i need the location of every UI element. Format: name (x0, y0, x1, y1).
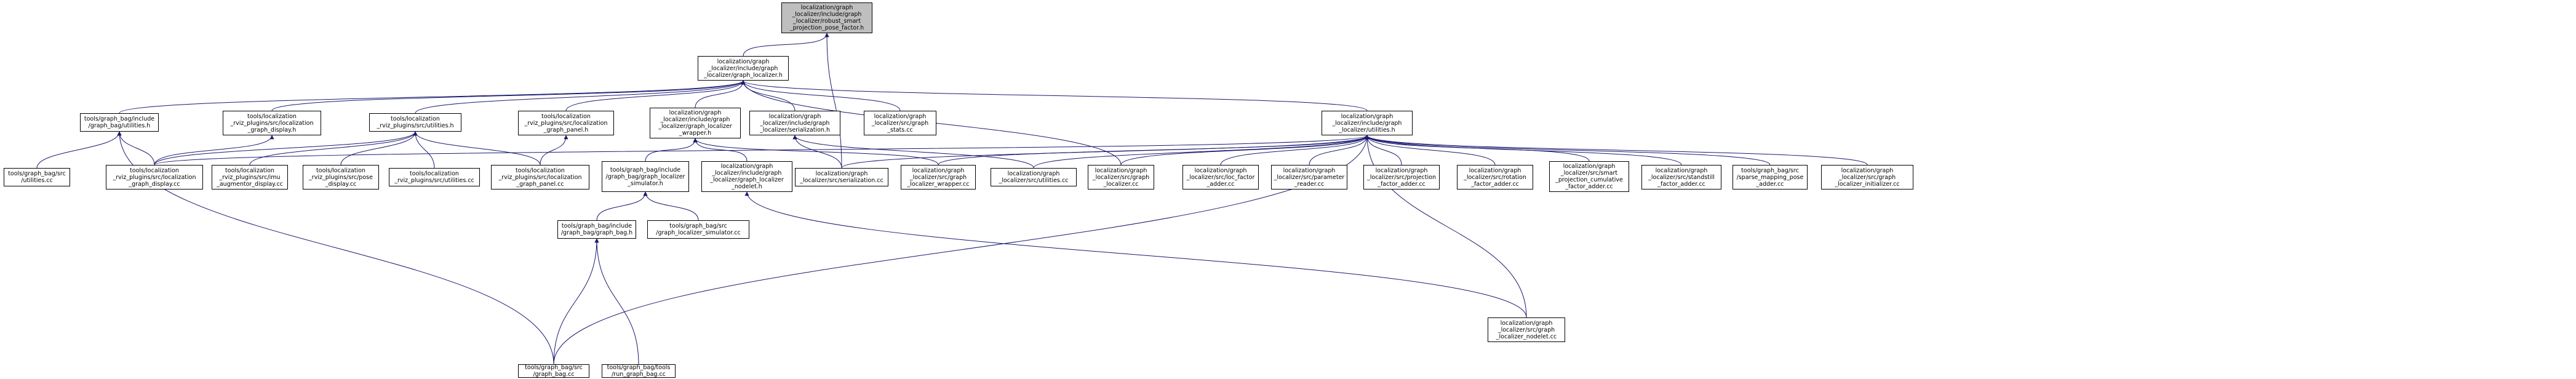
edge-rviz_util_h-rviz_gd_cc (154, 131, 418, 166)
edge-gbgb_h-gb_cc (553, 238, 599, 365)
edge-util_h-param_cc (1309, 135, 1370, 166)
node-utilities-h[interactable]: localization/graph _localizer/include/gr… (1322, 111, 1413, 135)
edge-util_h-nodelet_cc (1365, 135, 1527, 318)
edge-rviz_gd_h-rviz_gd_cc (154, 135, 274, 166)
node-rotation-factor-adder-cc[interactable]: localization/graph _localizer/src/rotati… (1457, 165, 1533, 190)
edge-glw_h-glw_cc (693, 138, 939, 166)
edge-rviz_util_h-rviz_pose_cc (340, 131, 418, 166)
edge-rviz_util_h-rviz_imu_cc (249, 131, 418, 166)
node-smart-projection-cumulative-factor-adder-cc[interactable]: localization/graph _localizer/src/smart … (1549, 161, 1629, 192)
node-serialization-cc[interactable]: localization/graph _localizer/src/serial… (795, 168, 888, 186)
node-graph-localizer-wrapper-h[interactable]: localization/graph _localizer/include/gr… (650, 108, 741, 138)
node-projection-factor-adder-cc[interactable]: localization/graph _localizer/src/projec… (1363, 165, 1440, 190)
node-graph-localizer-simulator-cc[interactable]: tools/graph_bag/src /graph_localizer_sim… (647, 220, 749, 239)
edge-root-ser_cc (824, 33, 842, 169)
edge-util_h-glw_cc (938, 135, 1370, 166)
node-graph-bag-h[interactable]: tools/graph_bag/include /graph_bag/graph… (557, 220, 636, 239)
edge-gl_h-ser_h (741, 80, 796, 111)
edge-ser_h-ser_cc (792, 135, 842, 169)
edge-glw_h-nodelet_h (693, 138, 748, 162)
edge-util_h-loc_cc (1220, 135, 1370, 166)
edge-root-gl_h (743, 33, 829, 57)
edge-nodelet_h-nodelet_cc (744, 191, 1527, 318)
node-loc-factor-adder-cc[interactable]: localization/graph _localizer/src/loc_fa… (1182, 165, 1259, 190)
node-localization-graph-display-cc[interactable]: tools/localization _rviz_plugins/src/loc… (106, 165, 203, 190)
node-standstill-factor-adder-cc[interactable]: localization/graph _localizer/src/stands… (1641, 165, 1721, 190)
edge-rviz_gp_h-rviz_gp_cc (540, 135, 568, 166)
node-localization-graph-panel-h[interactable]: tools/localization _rviz_plugins/src/loc… (518, 111, 614, 135)
edge-gb_util_h-gb_util_cc (36, 131, 122, 169)
node-localizer-utilities-cc[interactable]: localization/graph _localizer/src/utilit… (991, 168, 1077, 186)
node-localization-graph-display-h[interactable]: tools/localization _rviz_plugins/src/loc… (223, 111, 321, 135)
edge-gl_h-gb_util_h (119, 80, 746, 114)
edge-gl_h-rviz_util_h (415, 80, 746, 114)
node-imu-augmentor-display-cc[interactable]: tools/localization _rviz_plugins/src/imu… (212, 165, 288, 190)
edge-util_h-still_cc (1365, 135, 1682, 166)
edge-util_h-gl_cc (1120, 135, 1370, 166)
node-graph-localizer-cc[interactable]: localization/graph _localizer/src/graph … (1088, 165, 1154, 190)
edge-util_h-rot_cc (1365, 135, 1496, 166)
edge-util_h-proj_cc (1365, 135, 1402, 166)
edge-glw_h-sim_h (645, 138, 698, 162)
edge-sim_h-sim_cc (643, 191, 699, 221)
node-graph-bag-utilities-cc[interactable]: tools/graph_bag/src /utilities.cc (4, 168, 70, 186)
edge-gl_h-glw_h (695, 80, 746, 108)
edge-sim_h-gbgb_h (596, 191, 648, 221)
node-localization-graph-panel-cc[interactable]: tools/localization _rviz_plugins/src/loc… (491, 165, 589, 190)
edge-gb_util_h-rviz_gd_cc (117, 131, 155, 166)
node-graph-bag-cc[interactable]: tools/graph_bag/src /graph_bag.cc (518, 364, 589, 378)
edge-gl_h-util_h (741, 80, 1368, 111)
node-sparse-mapping-pose-adder-cc[interactable]: tools/graph_bag/src /sparse_mapping_pose… (1733, 165, 1808, 190)
node-rviz-utilities-cc[interactable]: tools/localization _rviz_plugins/src/uti… (389, 168, 480, 186)
node-robust-smart-projection-pose-factor-h: localization/graph _localizer/include/gr… (781, 2, 872, 33)
node-run-graph-bag-cc[interactable]: tools/graph_bag/tools /run_graph_bag.cc (602, 364, 676, 378)
node-parameter-reader-cc[interactable]: localization/graph _localizer/src/parame… (1271, 165, 1347, 190)
node-graph-localizer-initializer-cc[interactable]: localization/graph _localizer/src/graph … (1821, 165, 1913, 190)
node-pose-display-cc[interactable]: tools/localization _rviz_plugins/src/pos… (303, 165, 379, 190)
edge-rviz_util_h-rviz_gp_cc (413, 131, 541, 166)
edge-rviz_util_h-rviz_util_cc (413, 131, 435, 169)
node-graph-bag-utilities-h[interactable]: tools/graph_bag/include /graph_bag/utili… (80, 113, 159, 132)
node-graph-localizer-simulator-h[interactable]: tools/graph_bag/include /graph_bag/graph… (602, 161, 689, 192)
edge-util_h-util_cc (1033, 135, 1370, 169)
edge-gl_h-rviz_gd_h (271, 80, 746, 111)
edge-util_h-sparse_cc (1365, 135, 1771, 166)
edge-util_h-rviz_gd_cc (154, 135, 1370, 166)
node-serialization-h[interactable]: localization/graph _localizer/include/gr… (749, 111, 840, 135)
node-rviz-utilities-h[interactable]: tools/localization _rviz_plugins/src/uti… (369, 113, 461, 132)
node-graph-localizer-wrapper-cc[interactable]: localization/graph _localizer/src/graph … (901, 165, 976, 190)
node-graph-localizer-nodelet-h[interactable]: localization/graph _localizer/include/gr… (701, 161, 792, 192)
edge-gbgb_h-run_cc (594, 238, 639, 365)
node-graph-stats-cc[interactable]: localization/graph _localizer/src/graph … (864, 111, 936, 135)
edge-gl_h-rviz_gp_h (565, 80, 746, 111)
edge-gl_h-stats_cc (741, 80, 901, 111)
node-graph-localizer-h[interactable]: localization/graph _localizer/include/gr… (698, 56, 789, 81)
edge-util_h-init_cc (1365, 135, 1868, 166)
edge-ser_h-util_cc (792, 135, 1034, 169)
node-graph-localizer-nodelet-cc[interactable]: localization/graph _localizer/src/graph … (1488, 317, 1565, 342)
